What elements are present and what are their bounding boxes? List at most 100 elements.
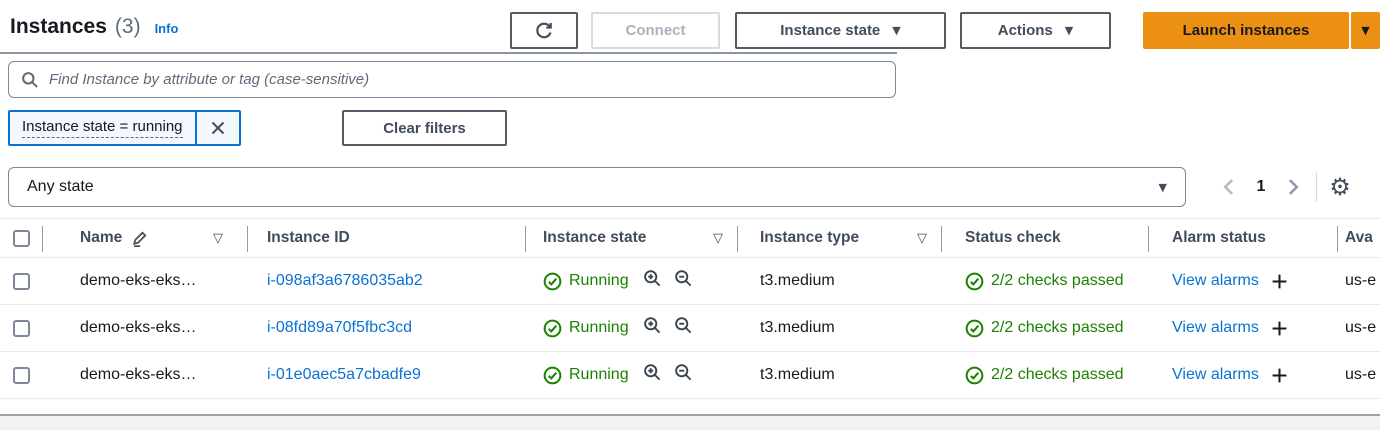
page-title: Instances (3) Info	[10, 15, 178, 39]
view-alarms-link[interactable]: View alarms	[1172, 366, 1259, 383]
next-page-button[interactable]	[1276, 170, 1310, 204]
sort-icon[interactable]: ▽	[713, 230, 723, 246]
column-header-name[interactable]: Name ▽	[42, 219, 247, 257]
state-filter-select[interactable]: Any state ▼	[8, 167, 1186, 207]
add-alarm-icon[interactable]	[1271, 367, 1288, 384]
cell-name: demo-eks-eks…	[42, 352, 247, 398]
column-label-name: Name	[80, 229, 123, 246]
availability-zone-text: us-e	[1345, 366, 1377, 383]
previous-page-button[interactable]	[1212, 170, 1246, 204]
instance-id-link[interactable]: i-08fd89a70f5fbc3cd	[267, 319, 412, 336]
instance-name: demo-eks-eks…	[80, 272, 197, 289]
zoom-in-icon[interactable]	[643, 269, 662, 293]
cell-instance-type: t3.medium	[737, 305, 941, 351]
header-divider	[0, 52, 897, 54]
status-ok-icon	[543, 319, 562, 338]
column-header-availability-zone[interactable]: Ava	[1337, 219, 1380, 257]
cell-name: demo-eks-eks…	[42, 258, 247, 304]
add-alarm-icon[interactable]	[1271, 273, 1288, 290]
status-ok-icon	[543, 272, 562, 291]
zoom-in-icon[interactable]	[643, 363, 662, 387]
state-filter-value: Any state	[27, 178, 94, 195]
cell-name: demo-eks-eks…	[42, 305, 247, 351]
zoom-in-icon[interactable]	[643, 316, 662, 340]
instance-name: demo-eks-eks…	[80, 319, 197, 336]
view-alarms-link[interactable]: View alarms	[1172, 319, 1259, 336]
view-alarms-link[interactable]: View alarms	[1172, 272, 1259, 289]
zoom-out-icon[interactable]	[674, 269, 693, 293]
instance-count: (3)	[114, 15, 141, 38]
cell-status-check: 2/2 checks passed	[941, 258, 1148, 304]
instance-type-text: t3.medium	[760, 272, 835, 289]
cell-instance-id: i-098af3a6786035ab2	[247, 258, 525, 304]
header-select-all	[0, 219, 42, 257]
cell-alarm-status: View alarms	[1148, 305, 1337, 351]
cell-instance-state: Running	[525, 352, 737, 398]
sort-icon[interactable]: ▽	[213, 230, 223, 246]
status-ok-icon	[965, 272, 984, 291]
filter-chip-label-wrap[interactable]: Instance state = running	[10, 112, 195, 144]
status-check-text: 2/2 checks passed	[991, 319, 1124, 336]
instance-id-link[interactable]: i-098af3a6786035ab2	[267, 272, 423, 289]
chevron-right-icon	[1283, 177, 1303, 197]
zoom-out-icon[interactable]	[674, 363, 693, 387]
current-page-number[interactable]: 1	[1256, 178, 1266, 195]
instance-state-menu-label: Instance state	[780, 22, 881, 39]
row-checkbox[interactable]	[13, 319, 30, 337]
column-header-status-check[interactable]: Status check	[941, 219, 1148, 257]
edit-name-icon[interactable]	[131, 230, 148, 247]
add-alarm-icon[interactable]	[1271, 320, 1288, 337]
sort-icon[interactable]: ▽	[917, 230, 927, 246]
table-row[interactable]: demo-eks-eks… i-01e0aec5a7cbadfe9 Runnin…	[0, 352, 1380, 399]
filter-chip: Instance state = running	[8, 110, 241, 146]
column-header-alarm-status[interactable]: Alarm status	[1148, 219, 1337, 257]
connect-button-label: Connect	[625, 22, 686, 39]
chevron-down-icon: ▼	[1064, 24, 1074, 37]
instance-type-text: t3.medium	[760, 366, 835, 383]
info-link[interactable]: Info	[154, 21, 179, 36]
availability-zone-text: us-e	[1345, 319, 1377, 336]
actions-menu-label: Actions	[997, 22, 1053, 39]
table-row[interactable]: demo-eks-eks… i-08fd89a70f5fbc3cd Runnin…	[0, 305, 1380, 352]
instance-state-text: Running	[569, 366, 629, 383]
column-header-instance-state[interactable]: Instance state ▽	[525, 219, 737, 257]
column-header-instance-id[interactable]: Instance ID	[247, 219, 525, 257]
refresh-icon	[534, 21, 554, 41]
connect-button[interactable]: Connect	[591, 12, 720, 49]
table-row[interactable]: demo-eks-eks… i-098af3a6786035ab2 Runnin…	[0, 258, 1380, 305]
zoom-out-icon[interactable]	[674, 316, 693, 340]
status-ok-icon	[543, 366, 562, 385]
status-check-text: 2/2 checks passed	[991, 366, 1124, 383]
cell-select	[0, 305, 42, 351]
availability-zone-text: us-e	[1345, 272, 1377, 289]
select-all-checkbox[interactable]	[13, 229, 30, 247]
horizontal-scrollbar-track[interactable]	[0, 414, 1380, 430]
cell-instance-id: i-08fd89a70f5fbc3cd	[247, 305, 525, 351]
page-title-text: Instances	[10, 15, 107, 38]
column-label-instance-id: Instance ID	[267, 229, 350, 246]
column-label-alarm-status: Alarm status	[1172, 229, 1266, 246]
instance-id-link[interactable]: i-01e0aec5a7cbadfe9	[267, 366, 421, 383]
cell-alarm-status: View alarms	[1148, 258, 1337, 304]
column-header-instance-type[interactable]: Instance type ▽	[737, 219, 941, 257]
cell-availability-zone: us-e	[1337, 305, 1380, 351]
launch-instances-dropdown-button[interactable]: ▼	[1351, 12, 1380, 49]
search-input[interactable]	[49, 71, 883, 88]
cell-instance-state: Running	[525, 258, 737, 304]
actions-menu-button[interactable]: Actions ▼	[960, 12, 1111, 49]
instance-state-menu-button[interactable]: Instance state ▼	[735, 12, 946, 49]
filter-chip-label: Instance state = running	[22, 118, 183, 138]
preferences-button[interactable]: ⚙	[1323, 170, 1357, 204]
cell-instance-id: i-01e0aec5a7cbadfe9	[247, 352, 525, 398]
remove-filter-button[interactable]	[194, 112, 239, 144]
row-checkbox[interactable]	[13, 366, 30, 384]
row-checkbox[interactable]	[13, 272, 30, 290]
column-label-status-check: Status check	[965, 229, 1061, 246]
cell-instance-state: Running	[525, 305, 737, 351]
launch-instances-button[interactable]: Launch instances	[1143, 12, 1349, 49]
cell-availability-zone: us-e	[1337, 352, 1380, 398]
clear-filters-button[interactable]: Clear filters	[342, 110, 507, 146]
refresh-button[interactable]	[510, 12, 578, 49]
gear-icon: ⚙	[1329, 173, 1351, 201]
